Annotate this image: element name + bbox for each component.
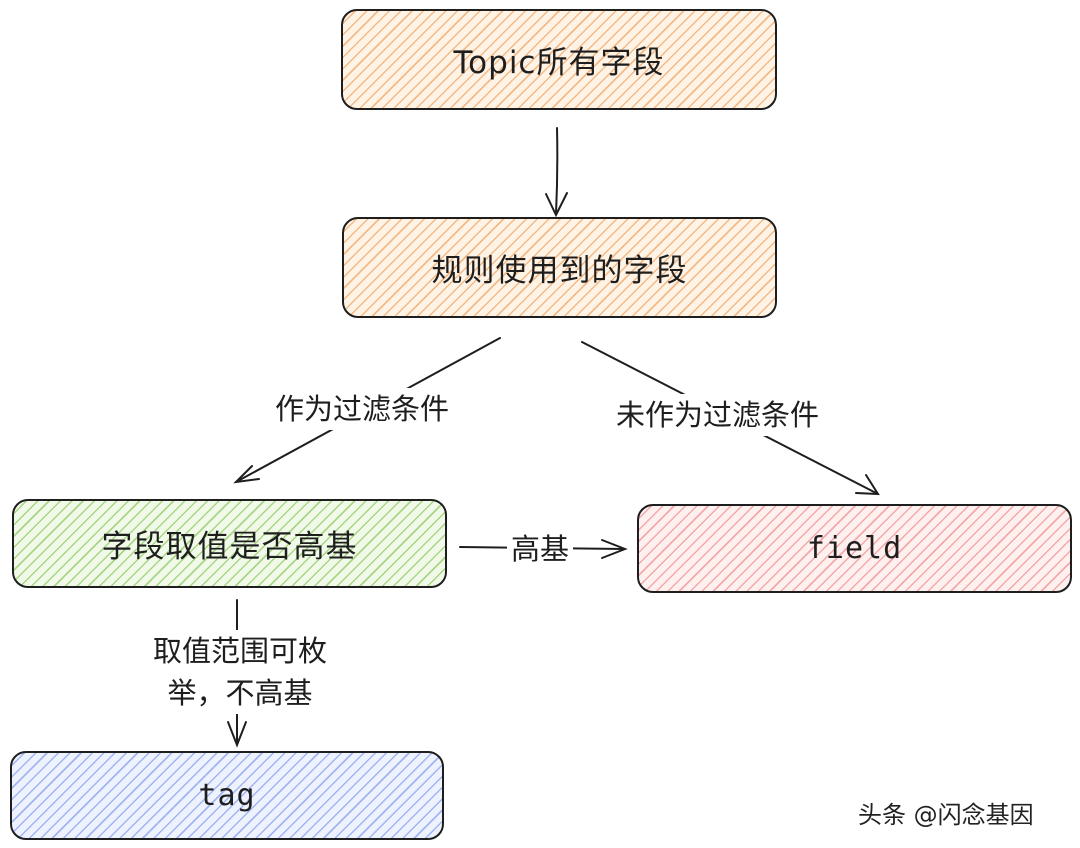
node-rule-fields: 规则使用到的字段 bbox=[342, 217, 777, 318]
edge-label-enumerable-line1: 取值范围可枚 bbox=[152, 634, 327, 668]
node-field-label: field bbox=[806, 531, 903, 566]
node-topic-all-fields: Topic所有字段 bbox=[341, 9, 777, 110]
node-field: field bbox=[637, 504, 1072, 593]
edge-label-as-filter: 作为过滤条件 bbox=[271, 388, 454, 431]
node-high-cardinality-check-label: 字段取值是否高基 bbox=[101, 529, 358, 565]
node-high-cardinality-check: 字段取值是否高基 bbox=[12, 499, 447, 588]
watermark: 头条 @闪念基因 bbox=[858, 801, 1034, 829]
node-tag: tag bbox=[10, 751, 444, 840]
edge-label-high-cardinality: 高基 bbox=[507, 528, 574, 571]
edge-label-not-as-filter: 未作为过滤条件 bbox=[612, 394, 824, 437]
arrow-topic-to-rule bbox=[545, 127, 568, 218]
node-rule-fields-label: 规则使用到的字段 bbox=[431, 253, 688, 289]
node-topic-all-fields-label: Topic所有字段 bbox=[453, 45, 665, 81]
node-tag-label: tag bbox=[198, 778, 256, 813]
edge-label-enumerable-line2: 举，不高基 bbox=[167, 676, 313, 711]
edge-label-enumerable: 取值范围可枚 举，不高基 bbox=[136, 630, 344, 715]
